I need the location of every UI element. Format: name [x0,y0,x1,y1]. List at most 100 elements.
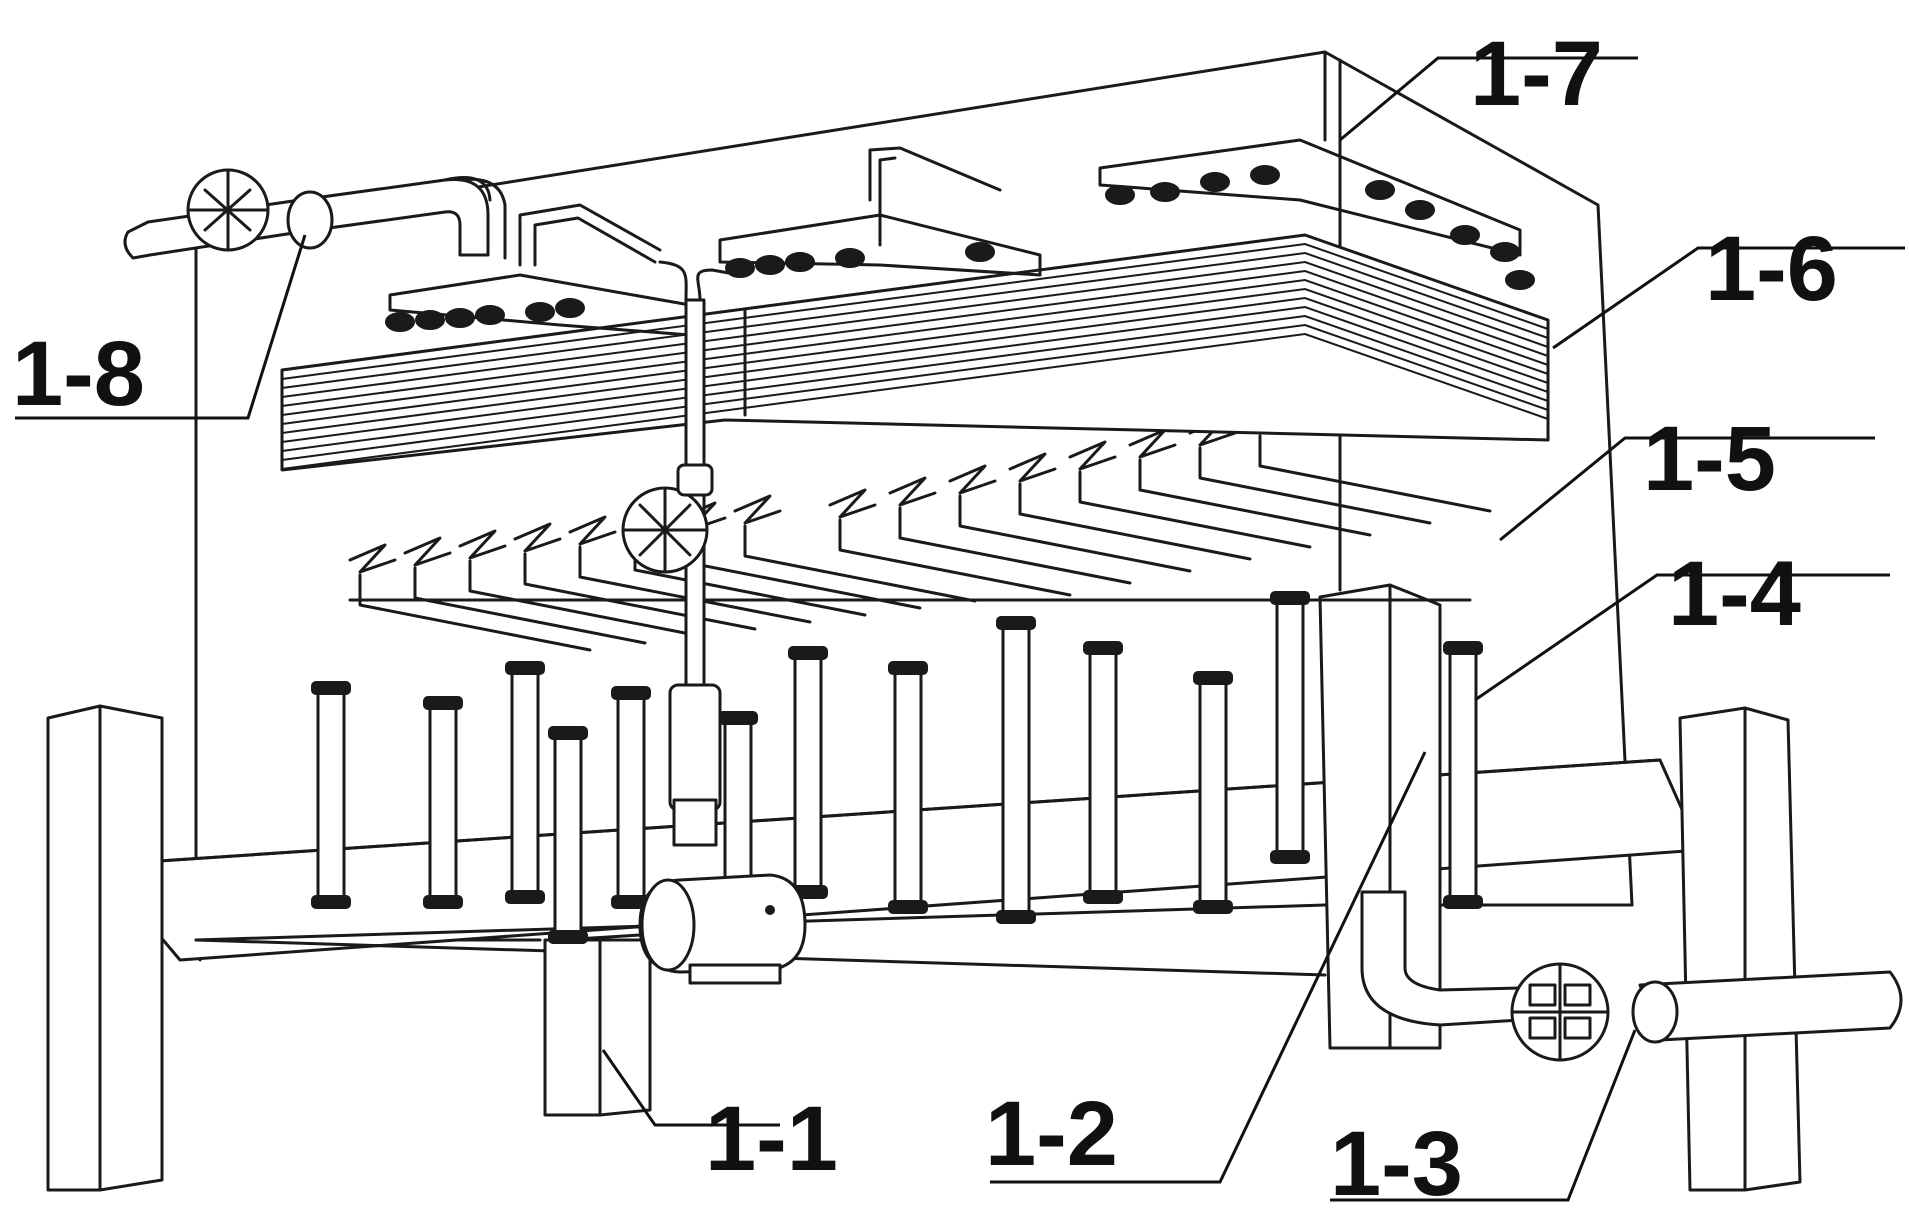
spray-nozzle [1405,200,1435,220]
inlet-valve-handwheel [186,168,334,252]
column-cap [788,646,828,660]
column-cap [1193,671,1233,685]
spray-nozzle [555,298,585,318]
reaction-column [793,653,823,892]
baffle-chevron [948,464,997,495]
baffle-chevron [828,488,877,519]
baffle-plate [688,531,922,610]
column-base [1270,850,1310,864]
baffle-chevron [733,494,782,525]
fin-line [281,260,1549,398]
outlet-pipe [1360,890,1903,1044]
label-1-3: 1-3 [1330,1113,1463,1215]
baffle-chevron [1128,428,1177,459]
baffle-chevron [348,543,397,574]
spray-nozzle [415,310,445,330]
baffle-chevron [1008,452,1057,483]
spray-nozzle [1505,270,1535,290]
column-cap [996,616,1036,630]
callout-labels: 1-1 1-2 1-3 1-4 1-5 1-6 1-7 1-8 [12,23,1838,1215]
spray-nozzle [1200,172,1230,192]
baffle-plate [413,566,647,645]
spray-nozzle [1105,185,1135,205]
column-cap [548,726,588,740]
fin-line [281,251,1549,389]
baffle-plate [1078,470,1312,549]
fin-line [281,269,1549,407]
baffle-plate [1138,458,1372,537]
spray-nozzle [1490,242,1520,262]
baffle-plate [898,506,1132,585]
reaction-column [428,703,458,902]
spray-nozzle [835,248,865,268]
baffle-plate [1018,482,1252,561]
spray-nozzle [1365,180,1395,200]
fin-line [281,287,1549,425]
baffle-chevron [458,529,507,560]
column-cap [718,711,758,725]
baffle-plate [578,545,812,624]
column-cap [888,661,928,675]
baffle-plate [838,518,1072,597]
spray-nozzle [445,308,475,328]
label-1-8: 1-8 [12,323,145,425]
reaction-column [1275,598,1305,857]
baffle-chevron [1068,440,1117,471]
left-support-leg [46,704,164,1192]
column-base [548,930,588,944]
label-1-7: 1-7 [1470,23,1603,125]
baffle-plate [523,552,757,631]
spray-nozzle [755,255,785,275]
reaction-column [553,733,583,937]
baffle-chevron [568,515,617,546]
column-cap [423,696,463,710]
column-base [1443,895,1483,909]
baffle-plate [468,559,702,638]
column-cap [611,686,651,700]
drain-tank [1318,583,1442,1050]
reaction-column [1088,648,1118,897]
baffle-chevron [888,476,937,507]
circulation-pump [558,873,807,985]
spray-nozzle [475,305,505,325]
fin-line [281,314,1549,452]
column-cap [1443,641,1483,655]
outlet-valve-handwheel [1510,962,1610,1062]
fin-line [281,323,1549,461]
baffle-plate [958,494,1192,573]
column-base [311,895,351,909]
reaction-column [1001,623,1031,917]
reaction-column [1198,678,1228,907]
reaction-column [316,688,346,902]
baffle-plate [743,524,977,603]
baffle-plate [1258,434,1492,513]
fin-line [281,332,1549,470]
right-support-leg [1678,706,1802,1192]
label-1-5: 1-5 [1643,408,1776,510]
column-base [996,910,1036,924]
reaction-column [616,693,646,902]
label-1-6: 1-6 [1705,218,1838,320]
column-cap [1270,591,1310,605]
spray-nozzle [525,302,555,322]
baffle-chevron [403,536,452,567]
center-support-leg [543,938,652,1117]
baffle-plate [358,573,592,652]
column-base [505,890,545,904]
baffle-chevron [513,522,562,553]
fin-heat-exchanger [280,233,1550,472]
reaction-column [893,668,923,907]
leader-lines [15,56,1905,1202]
spray-nozzle [385,312,415,332]
spray-nozzle [1150,182,1180,202]
baffle-plate [1198,446,1432,525]
column-base [1193,900,1233,914]
fin-line [281,242,1549,380]
reaction-column [1448,648,1478,902]
label-1-2: 1-2 [985,1083,1118,1185]
column-base [1083,890,1123,904]
column-base [423,895,463,909]
spray-manifolds [385,138,1535,337]
fin-line [281,233,1549,371]
